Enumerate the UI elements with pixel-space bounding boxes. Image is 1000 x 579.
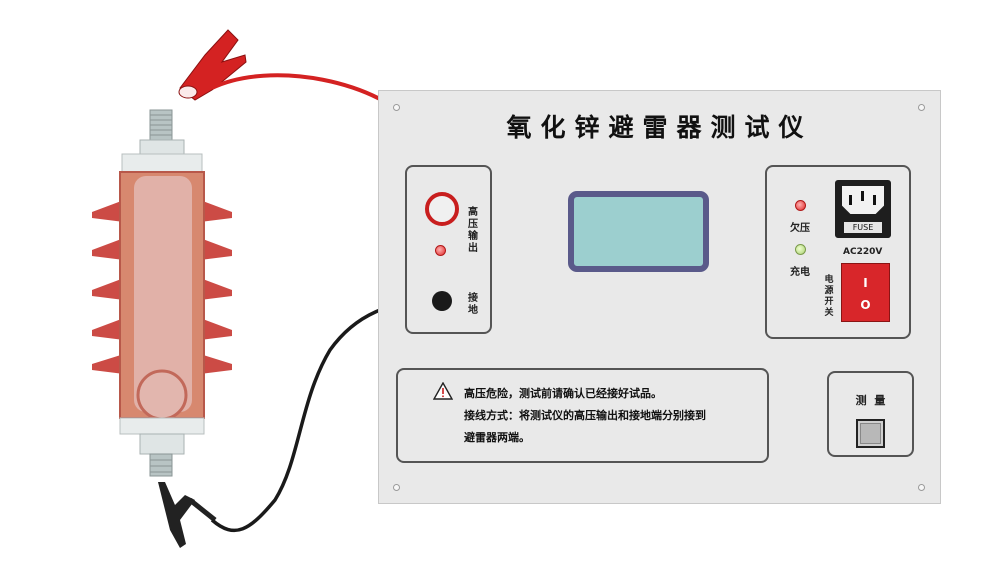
warning-line-2: 接线方式：将测试仪的高压输出和接地端分别接到	[464, 409, 706, 422]
power-socket[interactable]: FUSE	[835, 180, 891, 238]
socket-pin	[849, 195, 852, 205]
power-switch[interactable]: I O	[841, 263, 890, 322]
screw	[393, 484, 400, 491]
power-box	[765, 165, 911, 339]
output-terminal-box	[405, 165, 492, 334]
switch-off-symbol: O	[860, 298, 871, 312]
switch-on-symbol: I	[863, 276, 868, 290]
ground-wire	[210, 298, 441, 532]
charging-label: 充电	[790, 267, 810, 278]
warning-line-3: 避雷器两端。	[464, 431, 530, 444]
warning-line-1: 高压危险，测试前请确认已经接好试品。	[464, 387, 662, 400]
screw	[918, 484, 925, 491]
measure-button-face	[860, 423, 881, 444]
arrester-bottom-terminal	[139, 433, 185, 477]
charging-led	[795, 244, 806, 255]
measure-label: 测 量	[855, 394, 886, 407]
lcd-display	[568, 191, 709, 272]
page-title: 氧化锌避雷器测试仪	[506, 113, 813, 142]
undervoltage-label: 欠压	[790, 223, 810, 234]
undervoltage-led	[795, 200, 806, 211]
hv-alligator-clip	[178, 29, 247, 101]
arrester-top-cap	[121, 153, 203, 173]
ac-voltage-label: AC220V	[843, 247, 883, 257]
fuse-label: FUSE	[844, 222, 882, 233]
measure-box	[827, 371, 914, 457]
ground-alligator-clip	[158, 482, 217, 548]
screw	[393, 104, 400, 111]
hv-indicator-led	[435, 245, 446, 256]
arrester-sheds	[92, 200, 232, 374]
power-switch-label: 电源开关	[824, 275, 834, 318]
screw	[918, 104, 925, 111]
socket-pin	[873, 195, 876, 205]
warning-box	[396, 368, 769, 463]
ground-label: 接地	[468, 293, 478, 316]
warning-icon	[433, 382, 453, 400]
arrester-top-terminal	[139, 109, 185, 155]
ground-terminal[interactable]	[432, 291, 452, 311]
socket-pin	[861, 191, 864, 201]
arrester-bottom-cap	[119, 417, 205, 435]
hv-output-label: 高压输出	[468, 207, 478, 254]
hv-output-terminal[interactable]	[425, 192, 459, 226]
